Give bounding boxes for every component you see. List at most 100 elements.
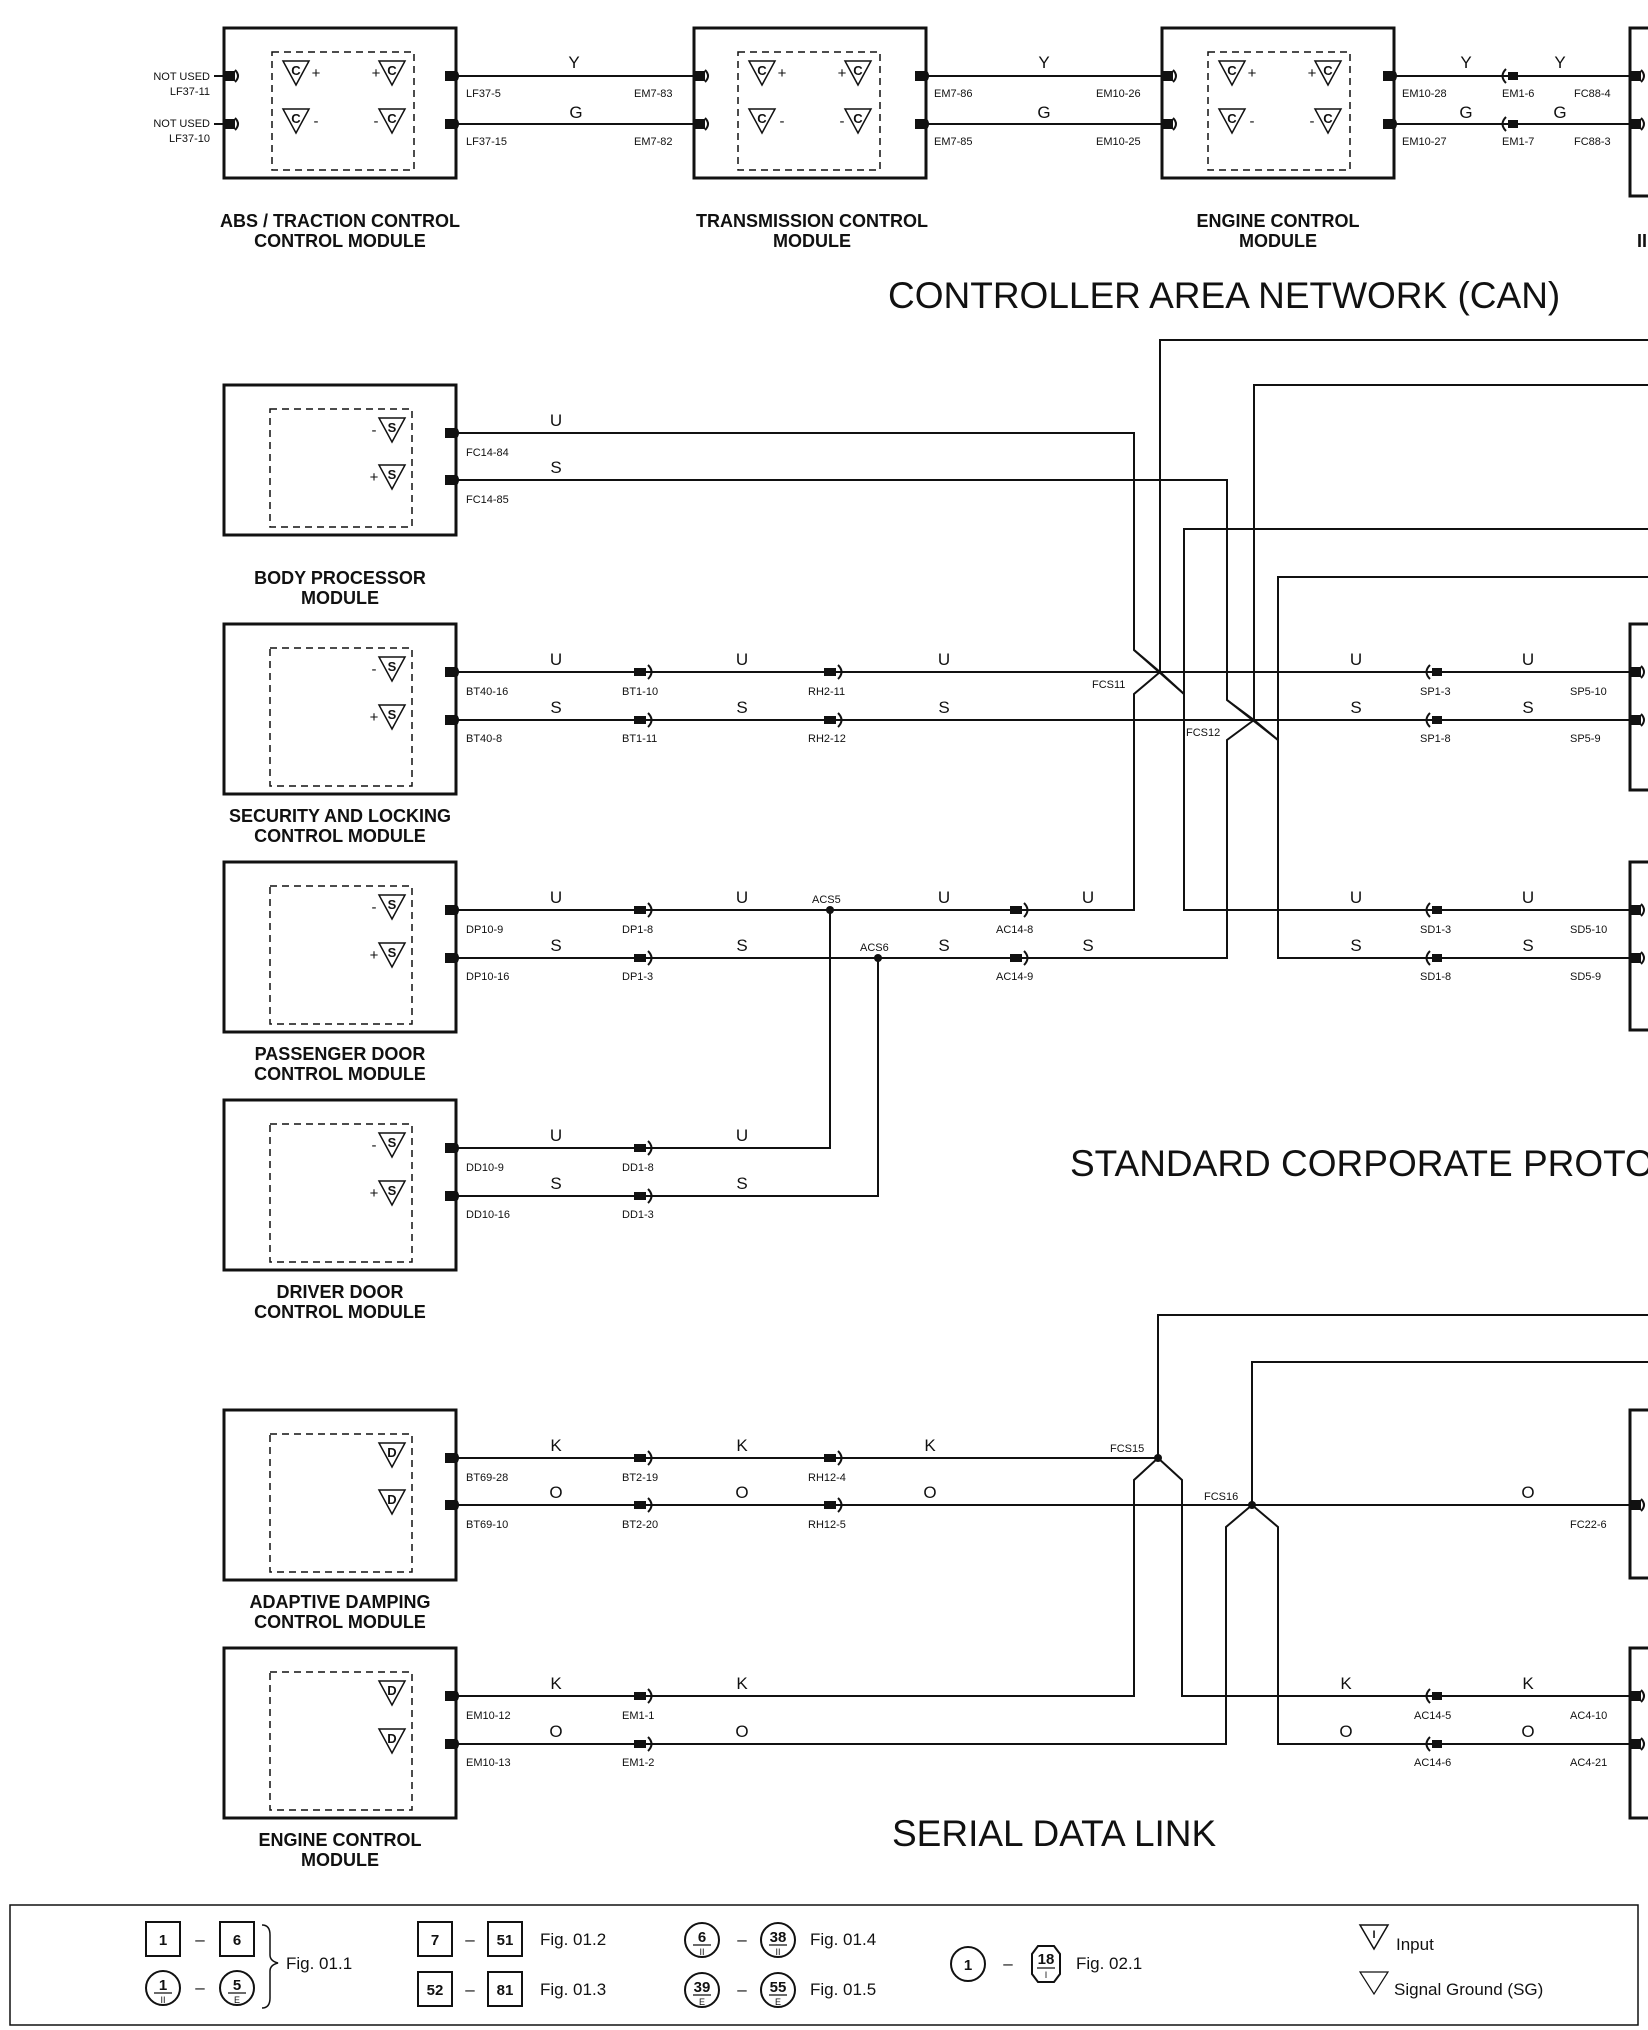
legend-square-ref (145, 1921, 181, 1957)
svg-text:D: D (387, 1731, 396, 1746)
terminal-icon (454, 1451, 459, 1465)
pin-label: DP10-16 (466, 971, 509, 983)
wire-color: S (550, 1174, 561, 1193)
legend-circle-ref (760, 1972, 796, 2008)
terminal-icon (225, 68, 1645, 1752)
terminal-icon (1010, 906, 1022, 914)
wire-color: S (1522, 698, 1533, 717)
terminal-icon (1425, 950, 1431, 966)
pin-label: AC14-5 (1414, 1710, 1451, 1722)
sdl-wire-right-k (1157, 1457, 1630, 1697)
module-name: MODULE (1239, 231, 1317, 251)
can-signal-symbol: C (747, 60, 777, 87)
terminal-icon (647, 1188, 653, 1204)
terminal-icon (445, 1191, 455, 1201)
terminal-icon (647, 950, 653, 966)
engine-control-module-sdl (222, 1646, 458, 1820)
legend-figure-ref: Fig. 01.4 (810, 1930, 876, 1949)
polarity-sign: + (778, 65, 787, 82)
pin-label: EM10-26 (1096, 88, 1141, 100)
terminal-icon (1631, 905, 1641, 915)
terminal-icon (1640, 1737, 1645, 1751)
terminal-icon (647, 902, 653, 918)
legend-circle-sub: E (234, 1995, 240, 2005)
polarity-sign: - (1250, 113, 1255, 130)
module-name: CONTROL MODULE (254, 1302, 426, 1322)
pin-label: LF37-11 (170, 86, 210, 98)
pin-label: LF37-5 (466, 88, 501, 100)
legend-circle-sub: II (699, 1947, 704, 1957)
wire-color: O (923, 1483, 936, 1502)
svg-text:C: C (853, 63, 863, 78)
terminal-icon (837, 712, 843, 728)
terminal-icon (445, 119, 455, 129)
pin-label: SP1-3 (1420, 686, 1451, 698)
legend-circle-label: 5 (233, 1977, 241, 1994)
splice-label: FCS16 (1204, 1491, 1238, 1503)
terminal-icon (1432, 1692, 1442, 1700)
pin-label: SD1-8 (1420, 971, 1451, 983)
pin-label: AC14-9 (996, 971, 1033, 983)
legend-square-ref (487, 1921, 523, 1957)
wire-color: S (938, 698, 949, 717)
legend-circle-label: 38 (770, 1929, 787, 1946)
terminal-icon (924, 69, 929, 83)
legend-square-label: 7 (431, 1932, 439, 1949)
terminal-icon (454, 713, 459, 727)
can-signal-symbol: C (281, 108, 311, 135)
pin-label: EM7-82 (634, 136, 673, 148)
pin-label: EM10-25 (1096, 136, 1141, 148)
wire-color: S (736, 936, 747, 955)
can-signal-symbol: C (1313, 60, 1343, 87)
can-signal-symbol: C (843, 60, 873, 87)
can-signal-symbol: C (281, 60, 311, 87)
legend-circle-ref (760, 1922, 796, 1958)
pin-label: EM1-7 (1502, 136, 1534, 148)
terminal-icon (445, 667, 455, 677)
svg-text:C: C (291, 111, 301, 126)
wire-color: U (1350, 888, 1362, 907)
pin-label: EM7-85 (934, 136, 973, 148)
module-name: PASSENGER DOOR (255, 1044, 426, 1064)
legend-circle-ref (684, 1972, 720, 2008)
svg-text:S: S (388, 945, 397, 960)
svg-text:D: D (387, 1445, 396, 1460)
terminal-icon (647, 1688, 653, 1704)
sdl-feeder-2 (1251, 1361, 1648, 1505)
wire-color: O (735, 1722, 748, 1741)
terminal-icon (1508, 72, 1518, 80)
terminal-icon (647, 664, 653, 680)
legend-dash: – (195, 1930, 205, 1949)
pin-label: BT69-10 (466, 1519, 508, 1531)
terminal-icon (634, 1144, 646, 1152)
terminal-icon (454, 903, 459, 917)
wire-color: G (569, 103, 582, 122)
wire-color: S (1350, 698, 1361, 717)
legend-square-label: 1 (159, 1932, 167, 1949)
terminal-icon (1631, 1691, 1641, 1701)
terminal-icon (1383, 119, 1393, 129)
pin-label: BT40-16 (466, 686, 508, 698)
terminal-icon (1432, 716, 1442, 724)
scp-feeder-4 (1253, 576, 1648, 743)
legend-figure-ref: Fig. 02.1 (1076, 1954, 1142, 1973)
terminal-icon (1640, 117, 1645, 131)
terminal-icon (704, 69, 709, 83)
wire-color: U (550, 650, 562, 669)
wire-color: G (1553, 103, 1566, 122)
polarity-sign: - (372, 899, 377, 916)
terminal-icon (1640, 903, 1645, 917)
can-signal-symbol: C (1217, 60, 1247, 87)
legend-circle-label: 6 (698, 1929, 706, 1946)
legend-box (9, 1904, 1639, 2026)
module-name: ADAPTIVE DAMPING (249, 1592, 430, 1612)
terminal-icon (1163, 71, 1173, 81)
module-name: MODULE (773, 231, 851, 251)
splice-label: ACS6 (860, 942, 889, 954)
terminal-icon (1432, 954, 1442, 962)
wire-color: U (1082, 888, 1094, 907)
terminal-icon (454, 473, 459, 487)
scp-signal-symbol: S (377, 1132, 407, 1159)
pin-label: SP5-9 (1570, 733, 1601, 745)
terminal-icon (1425, 1736, 1431, 1752)
